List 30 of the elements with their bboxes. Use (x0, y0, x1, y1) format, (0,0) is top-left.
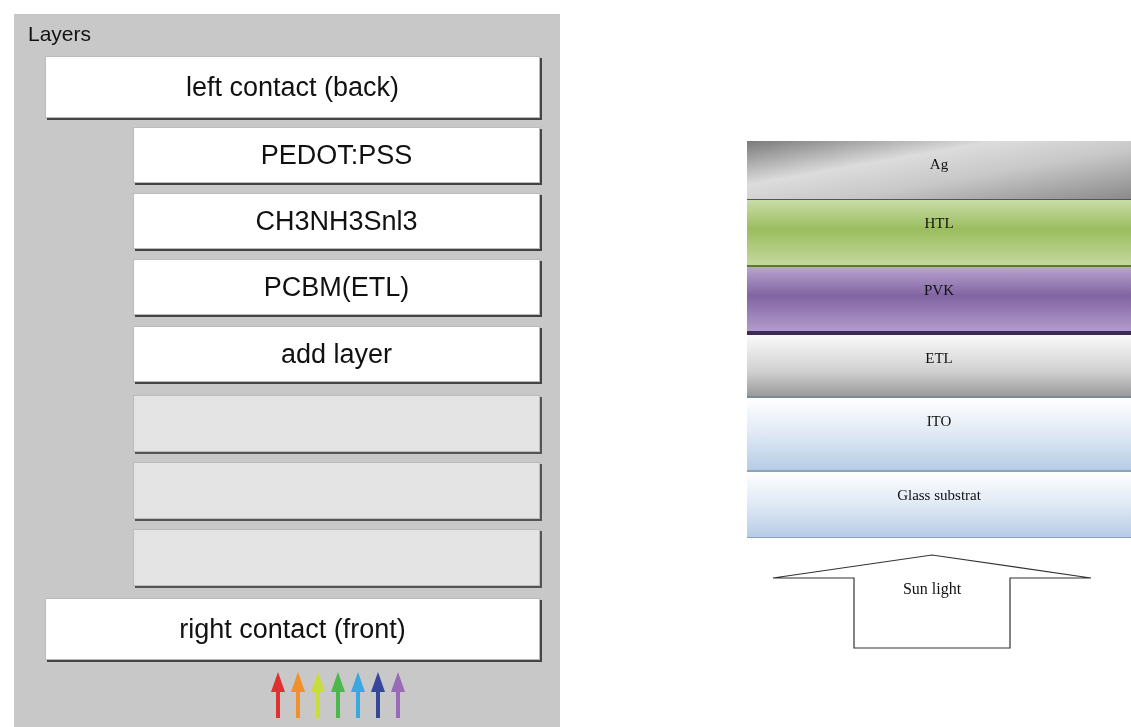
layer-row (45, 598, 540, 660)
empty-layer-slot (133, 395, 540, 452)
sun-light-block-arrow (772, 553, 1092, 650)
layer-name: add layer (280, 337, 393, 371)
device-layer (747, 335, 1131, 398)
layer-name: right contact (front) (179, 612, 406, 646)
layer-row (133, 259, 540, 315)
layer-name: PCBM(ETL) (263, 270, 410, 304)
layer-name: Glass substrat (897, 486, 981, 505)
layer-name: ITO (926, 412, 952, 431)
layer-name: ETL (925, 349, 953, 368)
empty-layer-slot (133, 462, 540, 519)
layer-row (133, 127, 540, 183)
device-layer (747, 472, 1131, 538)
empty-layer-slot (133, 529, 540, 586)
layer-name: left contact (back) (185, 70, 400, 104)
layer-name: PEDOT:PSS (260, 138, 413, 172)
layer-row (133, 193, 540, 249)
layer-name: HTL (924, 214, 954, 233)
layer-row (133, 326, 540, 382)
layer-name: Ag (929, 155, 949, 174)
panel-heading: Layers (28, 21, 92, 47)
layer-name: CH3NH3Snl3 (255, 204, 418, 238)
layers-panel (14, 14, 560, 727)
device-layer (747, 141, 1131, 200)
layer-row (45, 56, 540, 118)
layer-name: PVK (924, 281, 954, 300)
device-layer (747, 200, 1131, 267)
arrow-label: Sun light (901, 579, 963, 600)
device-layer (747, 267, 1131, 335)
